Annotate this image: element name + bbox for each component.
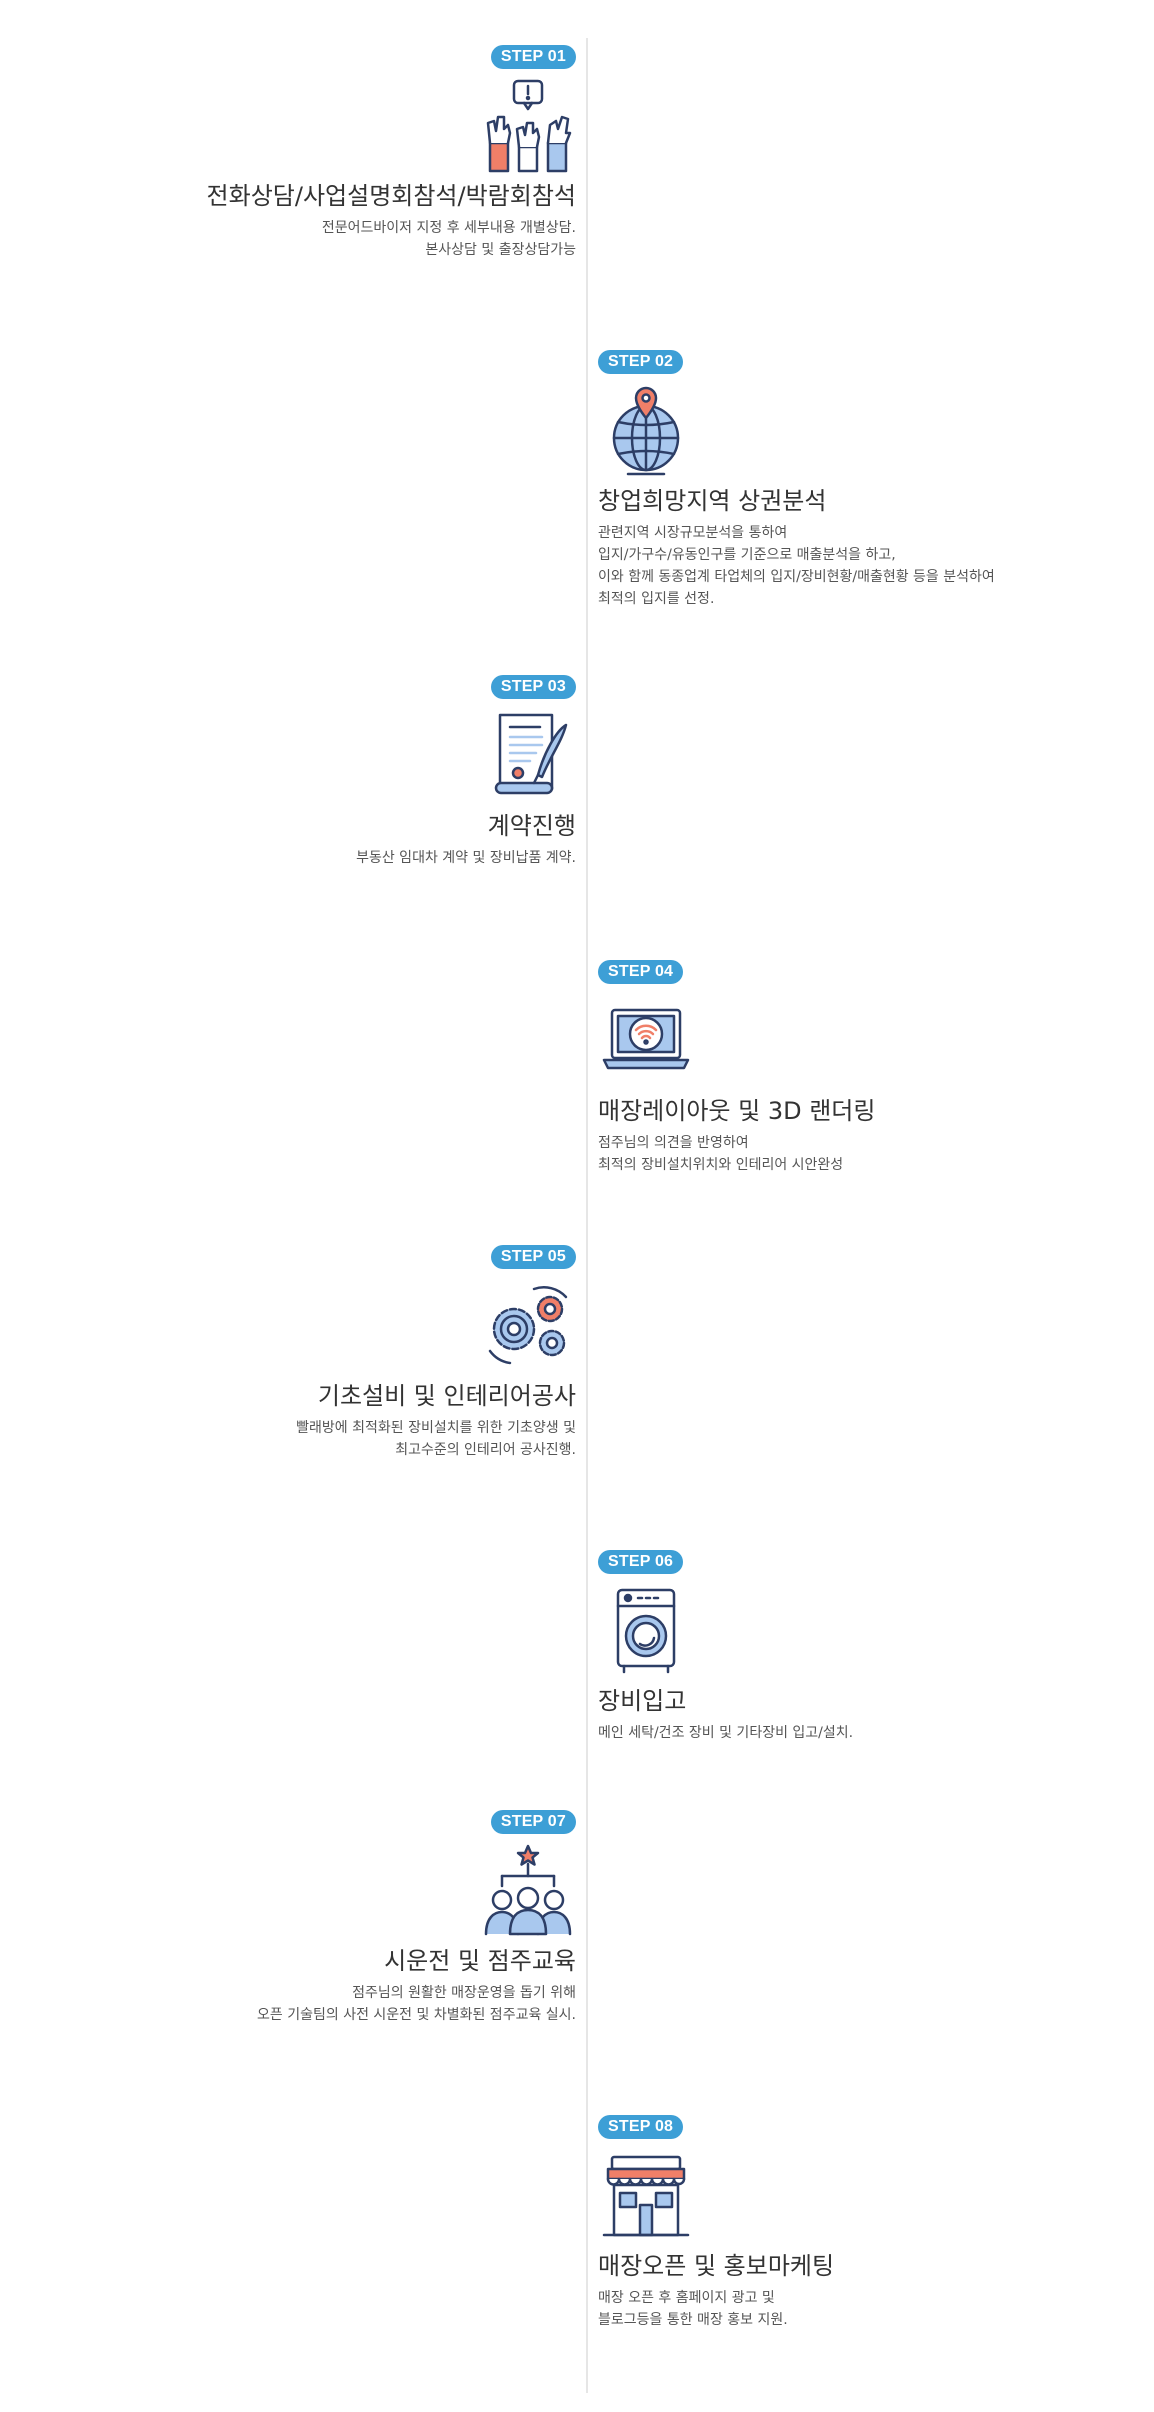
- step-description-line: 부동산 임대차 계약 및 장비납품 계약.: [356, 850, 576, 866]
- step-title: 창업희망지역 상권분석: [598, 487, 827, 515]
- step-07: STEP 07 시운전 및 점주교육 점주님의 원활한 매장운영을 돕기 위해 …: [257, 1810, 576, 2026]
- step-title: 장비입고: [598, 1687, 687, 1715]
- laptop-wifi-icon: [598, 992, 694, 1088]
- step-description: 점주님의 원활한 매장운영을 돕기 위해 오픈 기술팀의 사전 시운전 및 차별…: [257, 1982, 576, 2026]
- washing-machine-icon: [598, 1582, 694, 1678]
- step-description-line: 전문어드바이저 지정 후 세부내용 개별상담.: [321, 220, 576, 236]
- step-description-line: 빨래방에 최적화된 장비설치를 위한 기초양생 및: [296, 1420, 576, 1436]
- step-description: 매장 오픈 후 홈페이지 광고 및 블로그등을 통한 매장 홍보 지원.: [598, 2287, 834, 2331]
- step-description: 빨래방에 최적화된 장비설치를 위한 기초양생 및 최고수준의 인테리어 공사진…: [296, 1417, 576, 1461]
- step-title: 매장오픈 및 홍보마케팅: [598, 2252, 835, 2280]
- step-description-line: 메인 세탁/건조 장비 및 기타장비 입고/설치.: [598, 1725, 854, 1741]
- step-description-line: 최적의 장비설치위치와 인테리어 시안완성: [598, 1157, 844, 1173]
- step-description-line: 최적의 입지를 선정.: [598, 591, 715, 607]
- step-04: STEP 04 매장레이아웃 및 3D 랜더링 점주님의 의견을 반영하여 최적…: [598, 960, 875, 1176]
- storefront-icon: [598, 2147, 694, 2243]
- step-title: 매장레이아웃 및 3D 랜더링: [598, 1097, 876, 1125]
- step-description-line: 점주님의 원활한 매장운영을 돕기 위해: [352, 1985, 576, 2001]
- step-01: STEP 01 전화상담/사업설명회참석/박람회참석 전문어드바이저 지정 후 …: [207, 45, 576, 261]
- step-05: STEP 05 기초설비 및 인테리어공사 빨래방에 최적화된 장비설치를 위한…: [296, 1245, 576, 1461]
- step-description-line: 오픈 기술팀의 사전 시운전 및 차별화된 점주교육 실시.: [257, 2007, 576, 2023]
- protest-hands-icon: [480, 77, 576, 173]
- step-description-line: 매장 오픈 후 홈페이지 광고 및: [598, 2290, 775, 2306]
- step-title: 계약진행: [487, 812, 576, 840]
- step-description-line: 최고수준의 인테리어 공사진행.: [395, 1442, 576, 1458]
- step-description-line: 본사상담 및 출장상담가능: [425, 242, 576, 258]
- step-description-line: 이와 함께 동종업계 타업체의 입지/장비현황/매출현황 등을 분석하여: [598, 569, 995, 585]
- step-title: 전화상담/사업설명회참석/박람회참석: [206, 182, 576, 210]
- step-description-line: 블로그등을 통한 매장 홍보 지원.: [598, 2312, 788, 2328]
- step-description-line: 점주님의 의견을 반영하여: [598, 1135, 749, 1151]
- step-badge: STEP 08: [598, 2115, 684, 2139]
- step-title: 시운전 및 점주교육: [384, 1947, 576, 1975]
- step-badge: STEP 06: [598, 1550, 684, 1574]
- globe-pin-icon: [598, 382, 694, 478]
- step-description: 부동산 임대차 계약 및 장비납품 계약.: [356, 847, 576, 869]
- step-03: STEP 03 계약진행 부동산 임대차 계약 및 장비납품 계약.: [356, 675, 576, 869]
- timeline-divider: [586, 38, 588, 2393]
- step-description: 메인 세탁/건조 장비 및 기타장비 입고/설치.: [598, 1722, 853, 1744]
- step-08: STEP 08 매장오픈 및 홍보마케팅 매장 오픈 후 홈페이지 광고 및 블…: [598, 2115, 834, 2331]
- step-badge: STEP 03: [490, 675, 576, 699]
- step-badge: STEP 05: [490, 1245, 576, 1269]
- step-06: STEP 06 장비입고 메인 세탁/건조 장비 및 기타장비 입고/설치.: [598, 1550, 853, 1744]
- step-badge: STEP 04: [598, 960, 684, 984]
- step-description-line: 입지/가구수/유동인구를 기준으로 매출분석을 하고,: [598, 547, 896, 563]
- step-description: 점주님의 의견을 반영하여 최적의 장비설치위치와 인테리어 시안완성: [598, 1132, 875, 1176]
- step-title: 기초설비 및 인테리어공사: [317, 1382, 576, 1410]
- step-02: STEP 02 창업희망지역 상권분석 관련지역 시장규모분석을 통하여 입지/…: [598, 350, 995, 610]
- step-badge: STEP 01: [490, 45, 576, 69]
- step-description: 전문어드바이저 지정 후 세부내용 개별상담. 본사상담 및 출장상담가능: [207, 217, 576, 261]
- step-description-line: 관련지역 시장규모분석을 통하여: [598, 525, 788, 541]
- step-description: 관련지역 시장규모분석을 통하여 입지/가구수/유동인구를 기준으로 매출분석을…: [598, 522, 995, 610]
- contract-quill-icon: [480, 707, 576, 803]
- team-star-icon: [480, 1842, 576, 1938]
- step-badge: STEP 07: [490, 1810, 576, 1834]
- gears-icon: [480, 1277, 576, 1373]
- step-badge: STEP 02: [598, 350, 684, 374]
